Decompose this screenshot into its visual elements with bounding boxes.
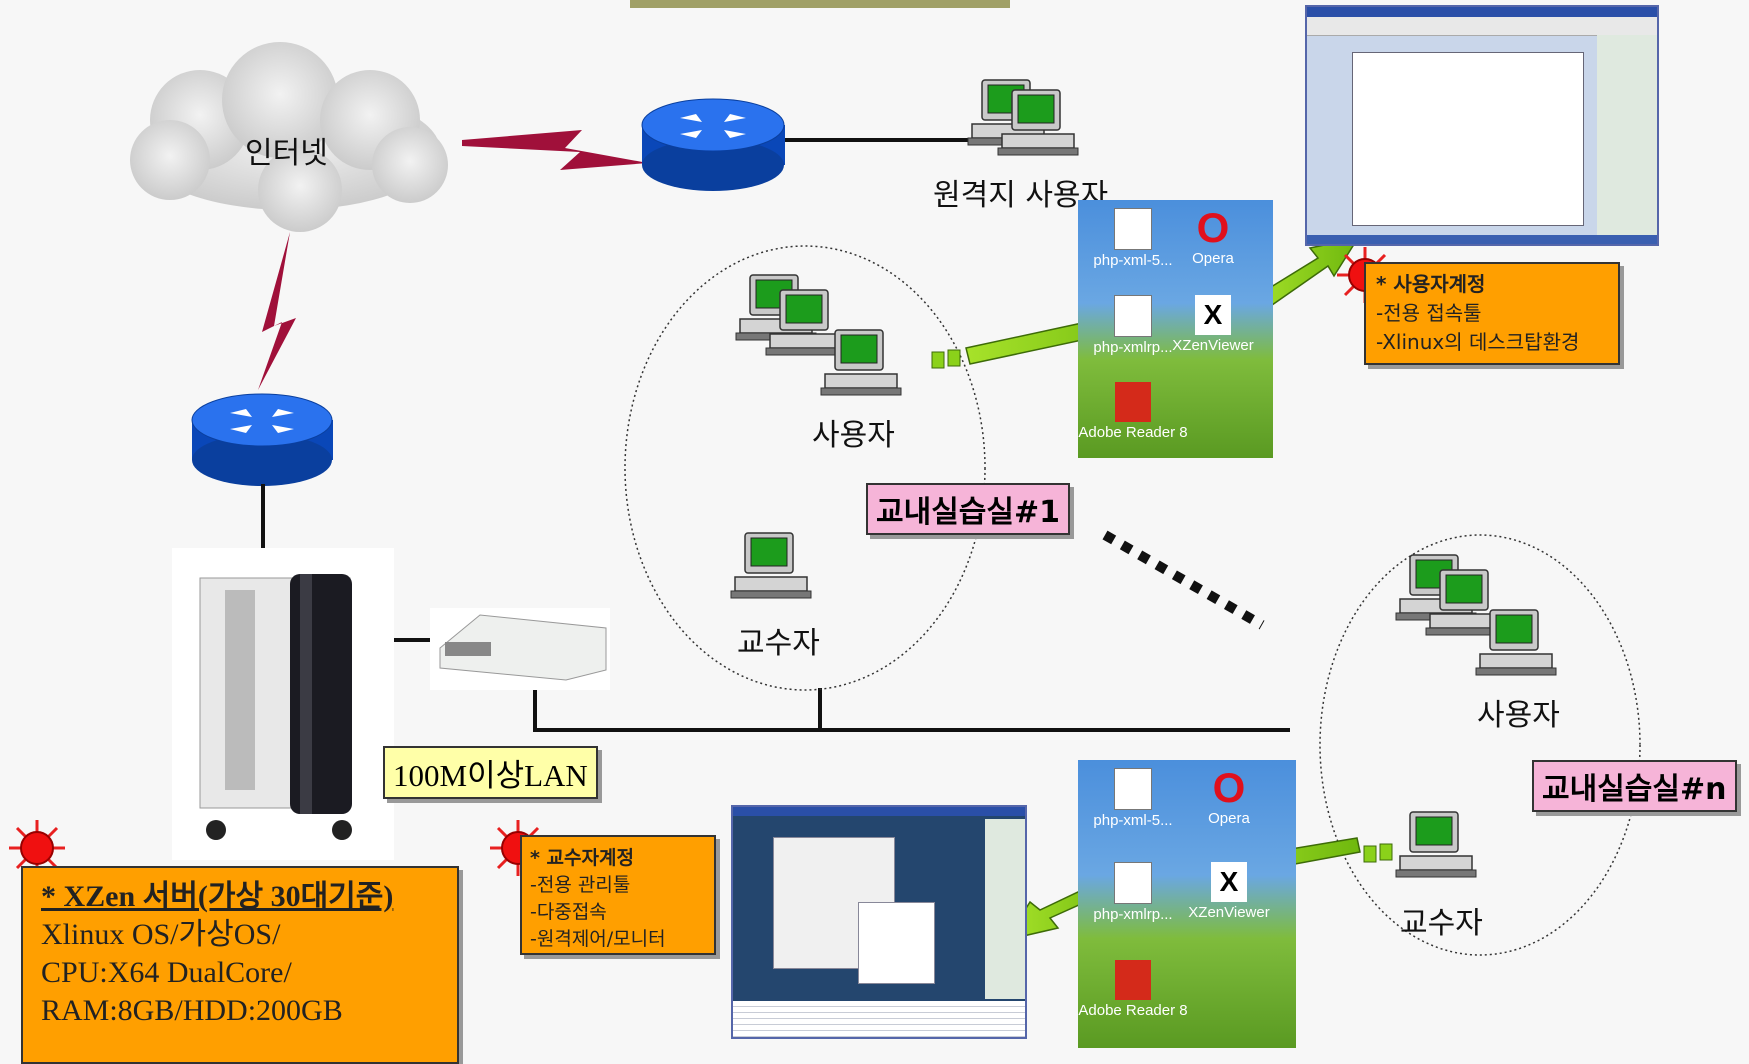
admin-log-panel [858,902,935,984]
lab1-user-pcs-icon [735,274,902,396]
labn-professor-label: 교수자 [1400,906,1483,941]
lab1-professor-label: 교수자 [737,626,820,661]
desktop-icon-php-xmlrp: php-xmlrp... [1078,295,1188,356]
desktop-icon-adobe-reader: Adobe Reader 8 [1078,960,1188,1019]
internet-label: 인터넷 [245,136,328,171]
desktop-icon-adobe-reader: Adobe Reader 8 [1078,382,1188,441]
adobe-reader-icon [1115,960,1151,1000]
labn-name-label: 교내실습실#n [1532,760,1737,812]
xlinux-desktop-thumbnail [1305,5,1659,246]
professor-account-line: -전용 관리툴 [530,874,631,896]
adobe-reader-icon [1115,382,1151,422]
lab-continuation-dots [1102,530,1265,630]
labn-boundary [1319,534,1641,956]
user-account-box: * 사용자계정 -전용 접속툴 -Xlinux의 데스크탑환경 [1364,262,1620,365]
window-menubar [1307,17,1657,36]
window-titlebar [1307,7,1657,17]
user-account-title: * 사용자계정 [1376,272,1486,296]
desktop-icon-php-xmlrp: php-xmlrp... [1078,862,1188,923]
labn-professor-pc-icon [1395,811,1477,878]
user-account-line: -전용 접속툴 [1376,301,1482,325]
server-spec-line: Xlinux OS/가상OS/ [41,918,281,951]
opera-icon: O [1212,764,1246,811]
lan-speed-label: 100M이상LAN [383,746,598,799]
university-logo-strip [1597,35,1657,240]
xzen-icon: X [1195,295,1231,335]
title-remnant [630,0,1010,8]
lab1-boundary [624,245,986,691]
admin-titlebar [733,807,1025,816]
professor-account-line: -원격제어/모니터 [530,928,666,950]
server-spec-line: CPU:X64 DualCore/ [41,956,292,989]
remote-user-pcs-icon [967,79,1079,156]
xzen-icon: X [1211,862,1247,902]
document-icon [1114,862,1152,904]
lab1-user-label: 사용자 [812,418,895,453]
xzen-server-icon [172,548,394,860]
desktop-icon-php-xml: php-xml-5... [1078,208,1188,269]
labn-user-label: 사용자 [1477,698,1560,733]
taskbar [1307,235,1657,244]
document-icon [1114,768,1152,810]
internet-cloud [130,42,448,232]
professor-account-title: * 교수자계정 [530,847,634,869]
router-left-icon [191,393,333,486]
professor-account-line: -다중접속 [530,901,607,923]
opera-icon: O [1196,204,1230,251]
wan-link-bolt-horizontal [462,130,648,170]
admin-sidebar-strip [985,819,1025,999]
router-top-icon [641,98,785,191]
server-spec-line: RAM:8GB/HDD:200GB [41,994,343,1027]
server-spec-box: * XZen 서버(가상 30대기준) Xlinux OS/가상OS/ CPU:… [21,866,459,1064]
wan-link-bolt-vertical [258,232,296,390]
lab1-professor-pc-icon [730,532,812,599]
document-icon [1114,295,1152,337]
document-icon [1114,208,1152,250]
lan-switch-icon [430,608,610,690]
user-account-line: -Xlinux의 데스크탑환경 [1376,330,1580,354]
admin-table [733,1001,1025,1037]
admin-tool-screenshot [731,805,1027,1039]
editor-window [1352,52,1584,226]
labn-user-pcs-icon [1395,554,1557,676]
desktop-icon-php-xml: php-xml-5... [1078,768,1188,829]
professor-account-box: * 교수자계정 -전용 관리툴 -다중접속 -원격제어/모니터 [520,835,716,955]
server-spec-title: * XZen 서버(가상 30대기준) [41,880,394,913]
lab1-name-label: 교내실습실#1 [866,483,1071,535]
